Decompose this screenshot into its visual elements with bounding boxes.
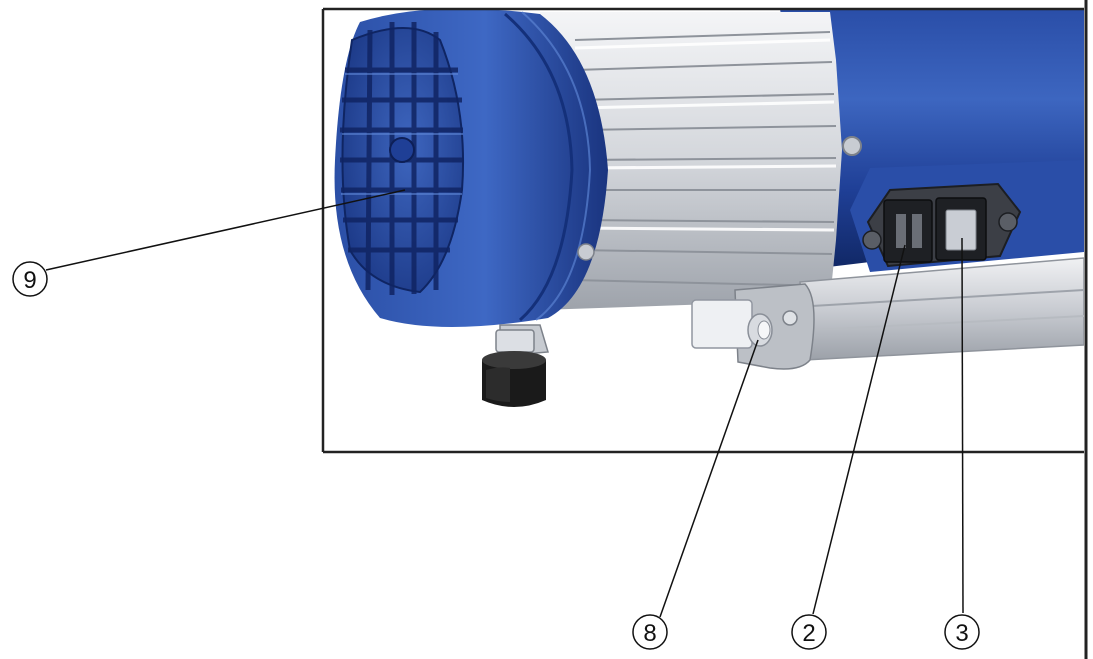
callout-label: 8 (643, 620, 656, 647)
motor-illustration (334, 9, 1084, 407)
callout-3: 3 (944, 614, 980, 650)
callout-label: 9 (23, 267, 36, 294)
inset-frame (321, 7, 1084, 454)
leader-lines (45, 189, 964, 618)
callout-2: 2 (791, 614, 827, 650)
base-rail (799, 257, 1084, 361)
leader-2 (812, 244, 906, 615)
power-socket (883, 199, 933, 263)
power-panel (850, 160, 1084, 272)
cooling-fins (540, 12, 842, 310)
leader-3 (961, 237, 964, 614)
leader-8 (659, 339, 759, 618)
callout-label: 3 (955, 620, 968, 647)
fin-bolt (842, 136, 862, 156)
callout-label: 2 (802, 620, 815, 647)
fan-cover (334, 9, 608, 327)
fan-cover-screw (577, 243, 595, 261)
callout-9: 9 (12, 261, 48, 297)
callout-8: 8 (632, 614, 668, 650)
cable-gland (691, 299, 773, 349)
leader-9 (45, 189, 406, 271)
rubber-foot (482, 324, 549, 407)
